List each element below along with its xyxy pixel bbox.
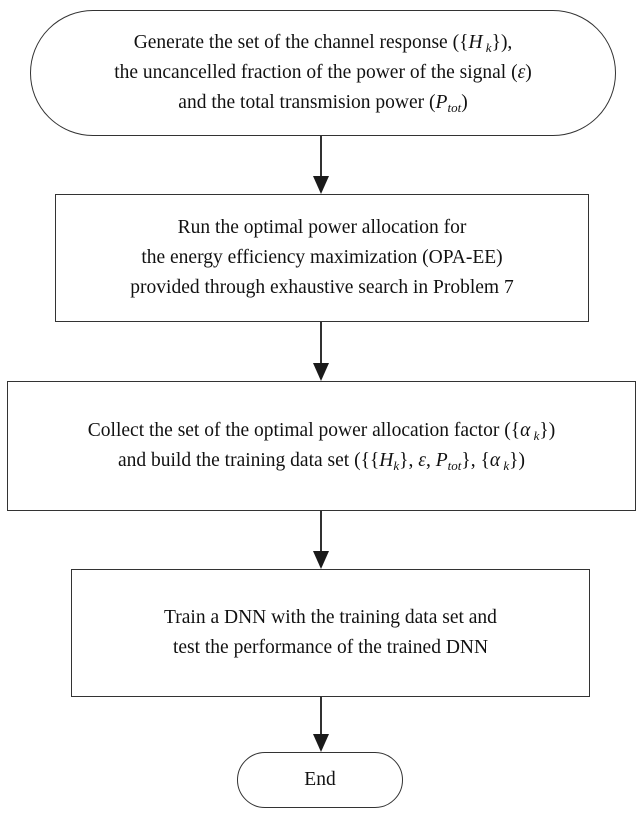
end-label: End	[304, 769, 336, 790]
arrow-step2-to-step3	[313, 511, 329, 569]
process-3-line-2: test the performance of the trained DNN	[172, 637, 489, 658]
start-terminator: Generate the set of the channel response…	[30, 10, 616, 136]
process-2-line-2: and build the training data set ({{Hk}, …	[117, 450, 526, 473]
process-run-opa-ee: Run the optimal power allocation for the…	[55, 194, 589, 322]
process-1-line-2: the energy efficiency maximization (OPA-…	[141, 247, 503, 268]
start-line-2: the uncancelled fraction of the power of…	[114, 62, 532, 83]
process-1-line-1: Run the optimal power allocation for	[177, 217, 467, 238]
process-2-line-1: Collect the set of the optimal power all…	[87, 420, 556, 443]
start-line-1: Generate the set of the channel response…	[133, 32, 513, 55]
start-line-3: and the total transmision power (Ptot)	[178, 92, 468, 115]
arrow-step1-to-step2	[313, 322, 329, 381]
process-3-line-1: Train a DNN with the training data set a…	[164, 607, 497, 628]
arrow-start-to-step1	[313, 136, 329, 194]
end-terminator: End	[237, 752, 403, 808]
process-1-line-3: provided through exhaustive search in Pr…	[130, 277, 514, 298]
arrow-step3-to-end	[313, 697, 329, 752]
process-train-dnn: Train a DNN with the training data set a…	[71, 569, 590, 697]
process-collect-training-data: Collect the set of the optimal power all…	[7, 381, 636, 511]
